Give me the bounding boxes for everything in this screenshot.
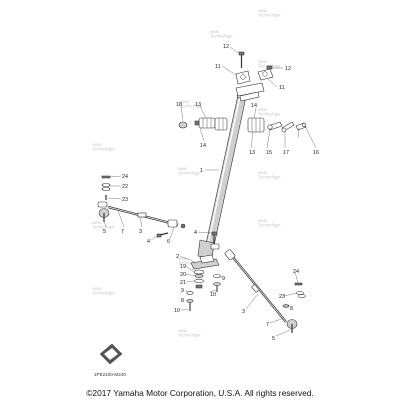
- cotter-stack-right: [282, 282, 306, 308]
- pitman-arm: [267, 121, 283, 131]
- watermark: www.Technologie: [92, 286, 115, 296]
- diagram-code: 1PE2100-M240: [94, 372, 126, 377]
- upper-holder-right: [257, 65, 274, 81]
- watermark: www.Technologie: [92, 142, 115, 152]
- callout-12: 12: [223, 44, 229, 50]
- lower-holder-bracket: [235, 82, 265, 102]
- callout-18: 18: [176, 102, 182, 108]
- callout-23: 23: [122, 197, 128, 203]
- watermark: www.Technologie: [258, 107, 281, 117]
- callout-5: 5: [103, 229, 106, 235]
- watermark: www.Technologie: [180, 99, 203, 109]
- copyright-notice: ©2017 Yamaha Motor Corporation, U.S.A. A…: [86, 388, 314, 398]
- watermark: www.Technologie: [178, 328, 201, 338]
- bolt-6: [156, 232, 169, 238]
- upper-bolt: [238, 51, 245, 68]
- callout-13: 13: [249, 150, 255, 156]
- link-arm: [281, 121, 295, 133]
- callout-9: 9: [222, 276, 225, 282]
- nut-18: [178, 121, 188, 129]
- callout-19: 19: [180, 264, 186, 270]
- callout-11: 11: [279, 85, 285, 91]
- watermark: www.Technologie: [258, 170, 281, 180]
- fwd-arrow-icon: [99, 343, 123, 365]
- callout-14: 14: [251, 103, 257, 109]
- leader-lines: [103, 46, 317, 337]
- washer-stack-center: [186, 269, 205, 311]
- callout-4: 4: [147, 239, 150, 245]
- callout-8: 8: [290, 306, 293, 312]
- callout-7: 7: [121, 229, 124, 235]
- link-arm-end: [295, 122, 307, 131]
- callout-1: 1: [200, 168, 203, 174]
- callout-24: 24: [122, 174, 128, 180]
- callout-10: 10: [210, 292, 216, 298]
- watermark: www.Technologie: [178, 256, 201, 266]
- watermark: www.Technologie: [210, 29, 233, 39]
- bushing-right: [247, 117, 265, 133]
- callout-23: 23: [279, 294, 285, 300]
- callout-11: 11: [215, 64, 221, 70]
- callout-7: 7: [266, 322, 269, 328]
- right-tie-rod: [224, 249, 298, 333]
- watermark-group: www.Technologie www.Technologie www.Tech…: [92, 8, 281, 338]
- upper-holder-left: [235, 70, 251, 85]
- callout-22: 22: [122, 184, 128, 190]
- callout-9: 9: [181, 288, 184, 294]
- watermark: www.Technologie: [258, 8, 281, 18]
- callout-13: 13: [195, 102, 201, 108]
- lower-arm-assembly: [190, 231, 220, 270]
- callout-4: 4: [194, 230, 197, 236]
- callout-8: 8: [181, 298, 184, 304]
- watermark: www.Technologie: [178, 166, 201, 176]
- callout-3: 3: [242, 309, 245, 315]
- callout-10: 10: [174, 308, 180, 314]
- callout-6: 6: [167, 239, 170, 245]
- callout-15: 15: [266, 150, 272, 156]
- callout-3: 3: [139, 229, 142, 235]
- bushing-left: [194, 117, 216, 129]
- callout-20: 20: [180, 272, 186, 278]
- bushing-center: [214, 117, 228, 131]
- left-tie-rod: [97, 201, 186, 229]
- callout-17: 17: [283, 150, 289, 156]
- watermark: www.Technologie: [92, 220, 115, 230]
- callout-21: 21: [180, 280, 186, 286]
- callout-14: 14: [200, 143, 206, 149]
- callout-labels: 12 11 12 11 18 13 14 14 13 15 17 16 1 24…: [103, 44, 319, 342]
- watermark: www.Technologie: [258, 218, 281, 228]
- callout-2: 2: [176, 254, 179, 260]
- callout-12: 12: [285, 66, 291, 72]
- callout-16: 16: [313, 150, 319, 156]
- cotter-stack-left: [101, 175, 111, 200]
- callout-24: 24: [293, 269, 299, 275]
- washer-stack-right: [213, 274, 221, 292]
- callout-5: 5: [272, 336, 275, 342]
